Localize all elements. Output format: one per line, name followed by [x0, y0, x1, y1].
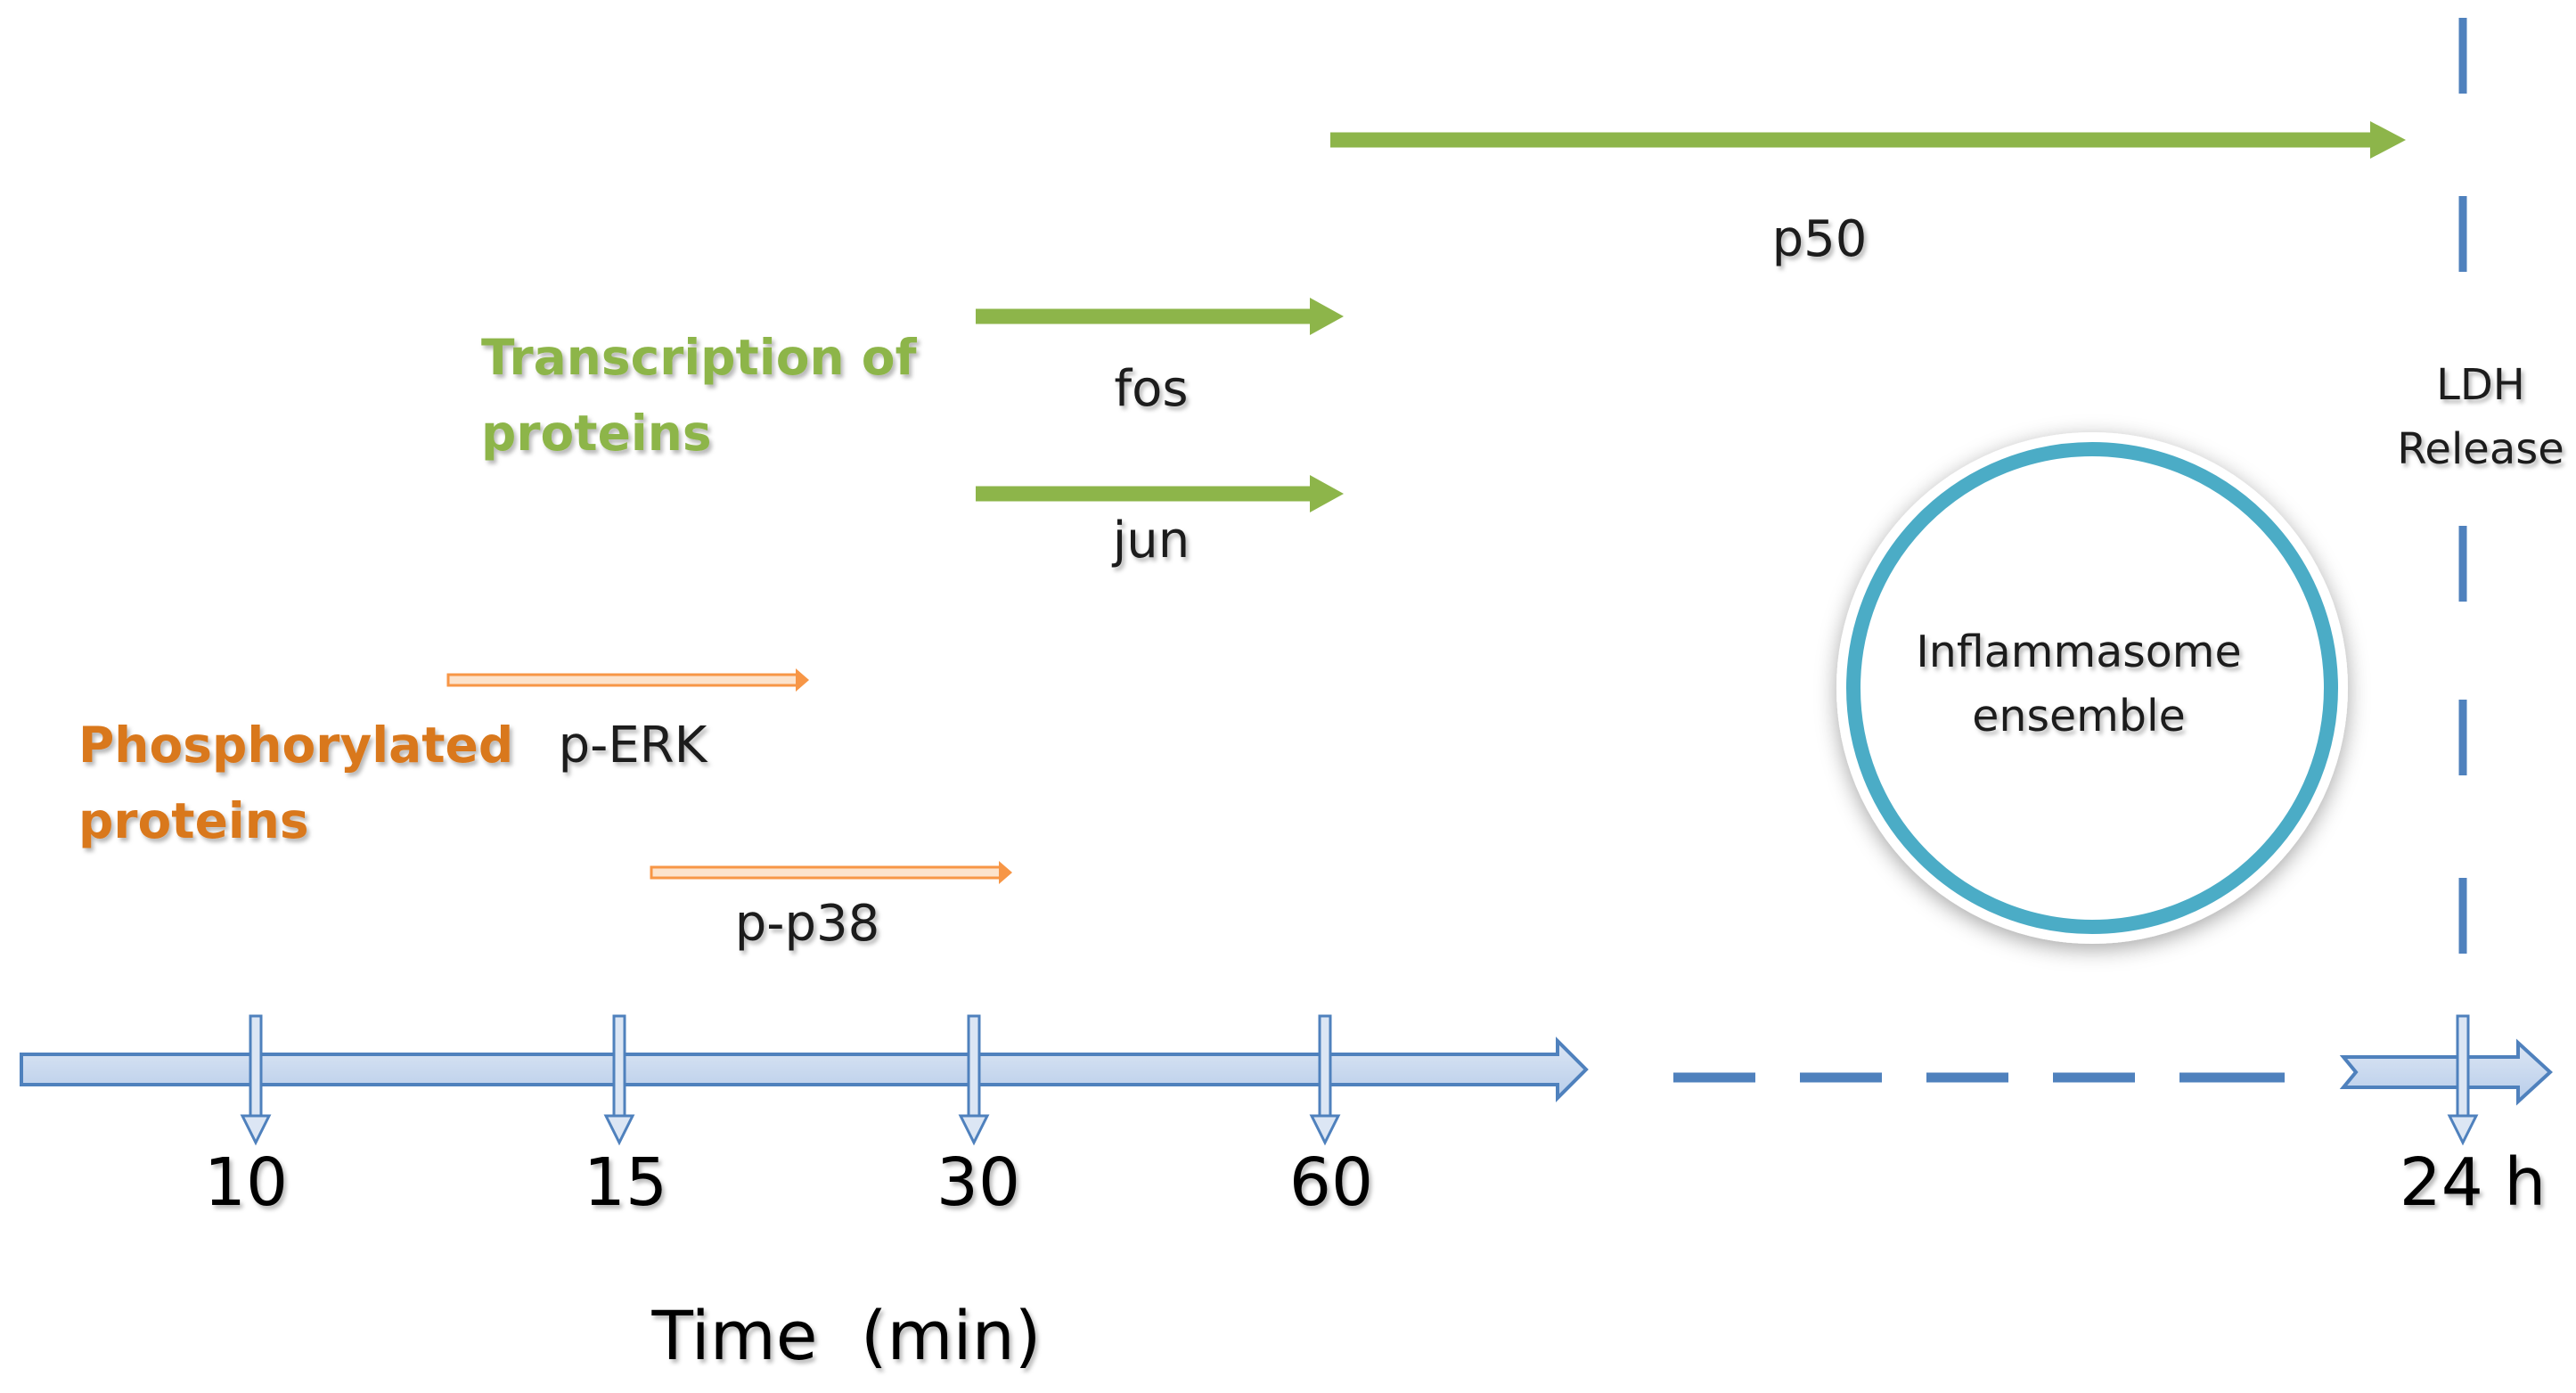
inflammasome-label-line1: Inflammasome	[1916, 627, 2241, 677]
tick-label-60: 60	[1289, 1144, 1373, 1221]
phosphorylated-label-line2: proteins	[78, 792, 309, 849]
p-erk-label: p-ERK	[559, 717, 708, 774]
jun-label: jun	[1111, 512, 1190, 569]
tick-marker-60	[1309, 1014, 1341, 1146]
ldh-label-line2: Release	[2397, 424, 2564, 474]
fos-label: fos	[1114, 360, 1188, 418]
p50-arrow	[1330, 121, 2406, 159]
axis-title: Time (min)	[651, 1296, 1042, 1375]
phosphorylated-label-line1: Phosphorylated	[78, 717, 513, 774]
inflammasome-circle	[1836, 432, 2348, 944]
tick-marker-10	[240, 1014, 272, 1146]
tick-label-30: 30	[936, 1144, 1020, 1221]
ldh-label-line1: LDH	[2436, 360, 2525, 410]
tick-marker-30	[958, 1014, 990, 1146]
inflammasome-label-line2: ensemble	[1972, 691, 2185, 742]
timeline-arrow	[20, 1037, 1589, 1102]
fos-arrow	[976, 298, 1344, 335]
p50-label: p50	[1772, 210, 1868, 268]
tick-marker-24h	[2447, 1014, 2479, 1146]
p-p38-label: p-p38	[735, 895, 880, 953]
tick-label-24h: 24 h	[2400, 1144, 2547, 1221]
p-p38-arrow	[650, 861, 1012, 884]
jun-arrow	[976, 475, 1344, 512]
timeline-end-arrow	[2339, 1038, 2553, 1106]
tick-label-10: 10	[204, 1144, 288, 1221]
transcription-label-line2: proteins	[481, 405, 712, 462]
transcription-label-line1: Transcription of	[481, 329, 918, 386]
tick-label-15: 15	[584, 1144, 667, 1221]
tick-marker-15	[603, 1014, 635, 1146]
p-erk-arrow	[446, 668, 809, 692]
